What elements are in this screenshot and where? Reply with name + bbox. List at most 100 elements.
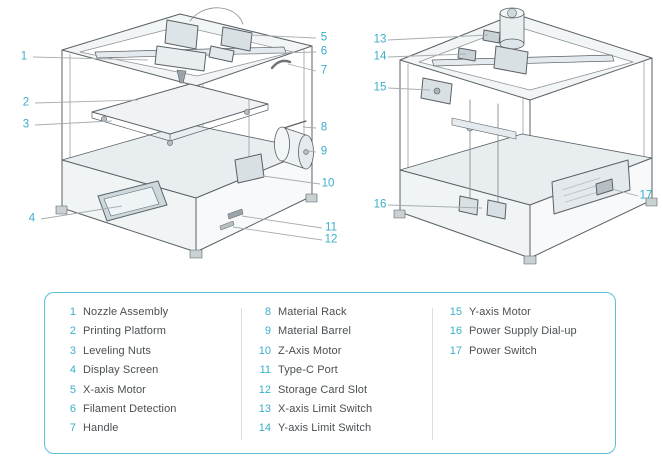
legend-item: 15 Y-axis Motor — [447, 306, 609, 325]
legend-item-label: Y-axis Motor — [469, 306, 531, 318]
spool-flange-back — [274, 126, 290, 162]
legend-item: 2 Printing Platform — [61, 325, 241, 344]
callout-10: 10 — [321, 177, 335, 190]
legend-item: 14 Y-axis Limit Switch — [256, 422, 432, 441]
power-switch — [595, 178, 614, 196]
leveling-nut — [167, 140, 173, 146]
legend-item-number: 15 — [449, 306, 462, 318]
filament-detection — [208, 45, 235, 63]
z-axis-motor — [234, 153, 265, 184]
legend-divider — [241, 308, 242, 440]
callout-7: 7 — [320, 64, 328, 77]
legend-item: 7 Handle — [61, 422, 241, 441]
legend-column-1: 1 Nozzle Assembly 2 Printing Platform 3 … — [61, 306, 241, 442]
foot — [645, 197, 658, 207]
leveling-nut — [101, 116, 107, 122]
legend-item-label: Storage Card Slot — [278, 383, 368, 396]
legend-item-label: Handle — [83, 422, 119, 435]
legend-item-number: 8 — [264, 306, 271, 318]
callout-11: 11 — [325, 221, 337, 234]
legend-item-label: X-axis Motor — [83, 383, 146, 396]
printer-front-view — [55, 7, 318, 259]
legend-divider — [432, 308, 433, 440]
foot — [305, 193, 318, 203]
legend-item-label: Printing Platform — [83, 325, 167, 338]
callout-13: 13 — [373, 33, 387, 46]
parts-legend: 1 Nozzle Assembly 2 Printing Platform 3 … — [44, 292, 616, 454]
callout-9: 9 — [320, 145, 328, 158]
legend-item-label: Z-Axis Motor — [278, 344, 342, 357]
bowden-tube — [189, 7, 244, 25]
foot — [393, 209, 406, 219]
legend-item-number: 17 — [449, 344, 462, 357]
legend-item-label: Nozzle Assembly — [83, 306, 169, 318]
legend-item: 16 Power Supply Dial-up — [447, 325, 609, 344]
legend-item-number: 14 — [258, 422, 271, 435]
legend-item-number: 3 — [69, 344, 76, 357]
nozzle-tip — [176, 69, 187, 84]
callout-3: 3 — [22, 118, 30, 131]
legend-item-number: 6 — [69, 402, 76, 415]
leader-lines — [32, 34, 639, 241]
legend-item-number: 2 — [69, 325, 76, 338]
callout-16: 16 — [373, 198, 387, 211]
legend-item: 4 Display Screen — [61, 364, 241, 383]
legend-item: 10 Z-Axis Motor — [256, 345, 432, 364]
nozzle-assembly — [164, 19, 199, 50]
printer-illustrations — [32, 7, 658, 265]
callout-6: 6 — [320, 45, 328, 58]
callout-12: 12 — [324, 233, 338, 246]
callout-15: 15 — [373, 81, 387, 94]
legend-column-3: 15 Y-axis Motor 16 Power Supply Dial-up … — [447, 306, 609, 442]
legend-item-label: Filament Detection — [83, 402, 177, 415]
callout-14: 14 — [373, 50, 387, 63]
printing-platform — [91, 83, 269, 135]
legend-item-label: Material Barrel — [278, 325, 352, 338]
legend-item: 8 Material Rack — [256, 306, 432, 325]
foot — [189, 249, 203, 259]
legend-item-label: Material Rack — [278, 306, 347, 318]
legend-item-label: Power Supply Dial-up — [469, 325, 577, 338]
foot — [55, 205, 68, 215]
legend-item-number: 12 — [258, 383, 271, 396]
callout-1: 1 — [20, 50, 28, 63]
x-axis-motor — [220, 26, 253, 52]
callout-8: 8 — [320, 121, 328, 134]
legend-item-number: 16 — [449, 325, 462, 338]
legend-item-number: 5 — [69, 383, 76, 396]
legend-item-label: Type-C Port — [278, 364, 338, 377]
legend-item-number: 13 — [258, 402, 271, 415]
legend-item: 3 Leveling Nuts — [61, 345, 241, 364]
legend-item-number: 11 — [259, 364, 271, 377]
legend-item-number: 4 — [69, 364, 76, 377]
legend-item: 9 Material Barrel — [256, 325, 432, 344]
callout-5: 5 — [320, 31, 328, 44]
leveling-nut — [244, 109, 250, 115]
legend-column-2: 8 Material Rack 9 Material Barrel 10 Z-A… — [256, 306, 432, 442]
material-rack — [283, 120, 307, 129]
legend-item-number: 7 — [69, 422, 76, 435]
legend-item: 17 Power Switch — [447, 345, 609, 364]
callout-4: 4 — [28, 212, 36, 225]
x-axis-limit-switch — [482, 29, 501, 44]
legend-item-label: Leveling Nuts — [83, 344, 151, 357]
power-supply-dial — [458, 195, 479, 216]
legend-item: 12 Storage Card Slot — [256, 384, 432, 403]
legend-item: 1 Nozzle Assembly — [61, 306, 241, 325]
legend-item: 11 Type-C Port — [256, 364, 432, 383]
legend-item-number: 10 — [258, 344, 271, 357]
callout-17: 17 — [639, 189, 653, 202]
legend-item: 5 X-axis Motor — [61, 384, 241, 403]
printer-rear-view — [393, 7, 658, 265]
legend-item-label: Y-axis Limit Switch — [278, 422, 372, 435]
legend-item-number: 1 — [69, 306, 76, 318]
type-c-port — [227, 208, 244, 220]
legend-item-number: 9 — [264, 325, 271, 338]
legend-item-label: X-axis Limit Switch — [278, 402, 373, 415]
foot — [523, 255, 537, 265]
legend-item-label: Display Screen — [83, 364, 159, 377]
handle — [270, 59, 292, 70]
legend-item: 6 Filament Detection — [61, 403, 241, 422]
callout-2: 2 — [22, 96, 30, 109]
